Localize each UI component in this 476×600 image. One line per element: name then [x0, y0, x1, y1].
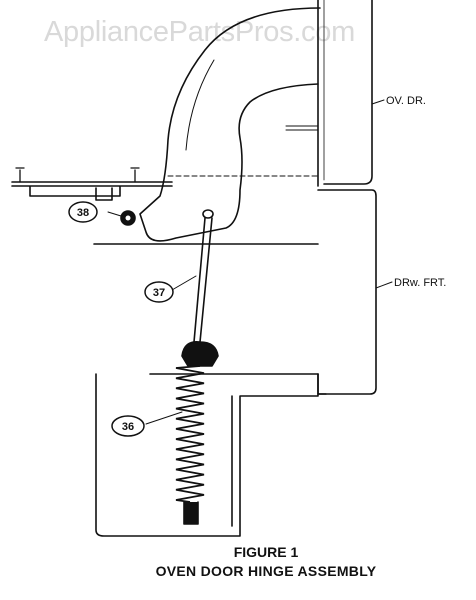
- screw-right: [130, 167, 140, 183]
- oven-door-outer: [323, 0, 373, 185]
- spring-anchor: [183, 501, 199, 525]
- mounting-plate: [11, 181, 173, 197]
- drawer-front-label: DRw. FRT.: [394, 277, 446, 289]
- hinge-arm: [139, 7, 321, 242]
- callout-36: 36: [111, 415, 145, 437]
- callout-38: 38: [68, 201, 98, 223]
- spring-coils: [175, 365, 205, 503]
- roller-leader: [107, 211, 122, 217]
- oven-door-label: OV. DR.: [386, 95, 426, 107]
- spring-zigzag: [175, 365, 205, 503]
- leader-37: [171, 275, 197, 291]
- leader-oven-door: [371, 99, 385, 105]
- roller-hub: [125, 215, 131, 221]
- lower-cabinet-outline: [95, 373, 319, 537]
- callout-37: 37: [144, 281, 174, 303]
- callout-38-label: 38: [77, 207, 89, 219]
- leader-drawer-front: [375, 281, 393, 289]
- leader-36: [145, 411, 183, 425]
- spring-cap: [181, 340, 219, 367]
- screw-left: [15, 167, 25, 183]
- figure-title: OVEN DOOR HINGE ASSEMBLY: [155, 563, 377, 579]
- hinge-rod-2: [199, 217, 213, 343]
- hinge-rod: [193, 217, 206, 343]
- drawer-front-panel: [317, 189, 377, 395]
- figure-number: FIGURE 1: [233, 544, 299, 560]
- watermark-text: AppliancePartsPros.com: [44, 16, 355, 48]
- callout-36-label: 36: [122, 421, 134, 433]
- plate-tab: [95, 187, 113, 201]
- hinge-arm-inner: [185, 59, 215, 151]
- rod-top-end: [202, 209, 214, 219]
- lower-right-step: [317, 373, 327, 395]
- callout-37-label: 37: [153, 287, 165, 299]
- oven-door-bracket: [285, 125, 319, 131]
